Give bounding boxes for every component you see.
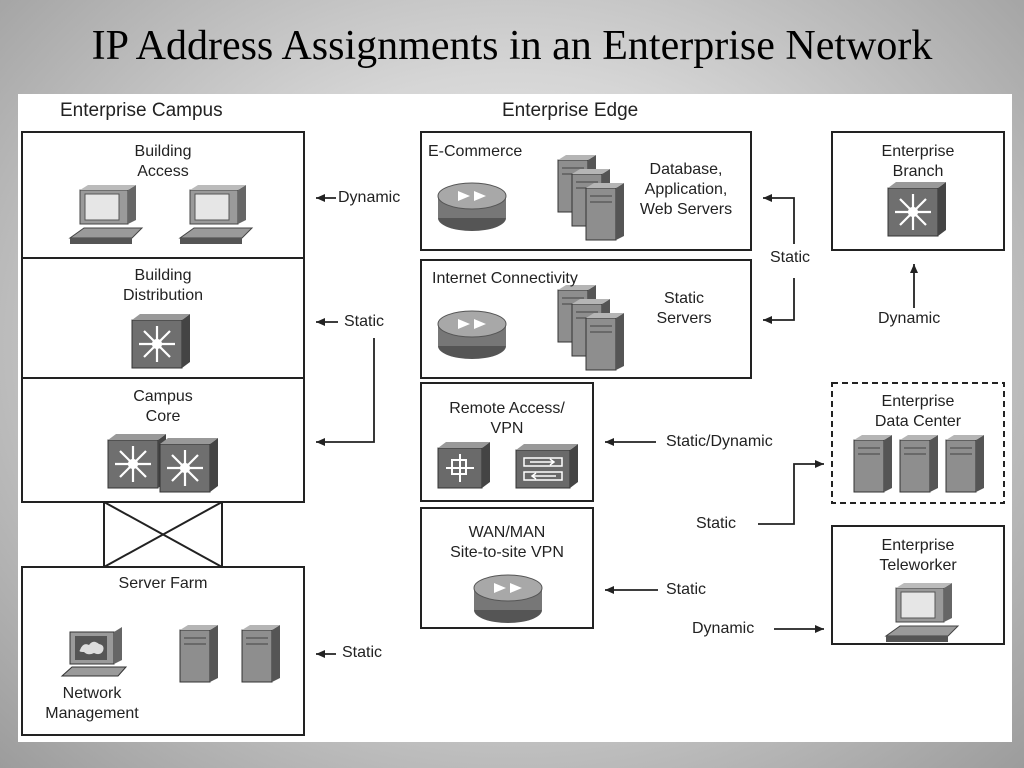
- building-access-pc-icon: [69, 184, 143, 245]
- data-center-assignment: Static: [696, 515, 737, 532]
- enterprise-data-center-box: [831, 382, 1005, 504]
- diagram-graphics: [21, 131, 1005, 736]
- remote-access-box: [420, 382, 594, 502]
- enterprise-campus-heading: Enterprise Campus: [60, 100, 223, 121]
- network-management-icon: [60, 627, 128, 677]
- data-center-server-icon: [899, 434, 939, 493]
- server-farm-label: Server Farm: [118, 575, 208, 592]
- wan-assignment: Static: [666, 581, 707, 598]
- branch-switch-icon: [886, 180, 948, 238]
- remote-access-assignment: Static/Dynamic: [666, 433, 773, 450]
- ecommerce-servers-icon: [558, 155, 624, 240]
- distribution-switch-icon: [130, 312, 192, 370]
- core-switch-icon: [158, 436, 220, 494]
- ecommerce-label: E-Commerce: [428, 143, 523, 160]
- data-center-server-icon: [945, 434, 985, 493]
- remote-access-label: Remote Access/VPN: [449, 400, 565, 437]
- slide-title: IP Address Assignments in an Enterprise …: [91, 23, 933, 69]
- internet-connectivity-label: Internet Connectivity: [432, 270, 578, 287]
- internet-router-icon: [437, 310, 507, 360]
- internet-connectivity-box: [420, 259, 752, 379]
- enterprise-branch-box: [831, 131, 1005, 251]
- core-serverfarm-links: [103, 501, 223, 568]
- network-diagram: Enterprise Campus Enterprise Edge Buildi…: [18, 94, 1012, 742]
- teleworker-pc-icon: [885, 582, 959, 643]
- core-switch-icon: [106, 432, 168, 490]
- enterprise-teleworker-box: [831, 525, 1005, 645]
- wan-man-box: [420, 507, 594, 629]
- server-farm-server-icon: [241, 624, 281, 683]
- campus-core-box: [21, 377, 305, 503]
- branch-assignment: Dynamic: [878, 310, 941, 327]
- server-farm-box: [21, 566, 305, 736]
- vpn-concentrator-icon: [437, 442, 490, 489]
- firewall-icon: [515, 444, 578, 489]
- server-farm-assignment: Static: [342, 644, 383, 661]
- server-farm-server-icon: [179, 624, 219, 683]
- data-center-server-icon: [853, 434, 893, 493]
- ecommerce-servers-label: Database,Application,Web Servers: [639, 161, 733, 218]
- building-access-assignment: Dynamic: [338, 189, 401, 206]
- ecommerce-router-icon: [437, 182, 507, 232]
- wan-router-icon: [473, 574, 543, 624]
- building-distribution-assignment: Static: [344, 313, 385, 330]
- enterprise-edge-heading: Enterprise Edge: [502, 100, 639, 121]
- internet-servers-icon: [558, 285, 624, 370]
- building-access-pc-icon: [179, 184, 253, 245]
- assignment-arrows: [316, 194, 918, 658]
- teleworker-assignment: Dynamic: [692, 620, 755, 637]
- edge-servers-assignment: Static: [770, 249, 811, 266]
- ecommerce-box: [420, 131, 752, 251]
